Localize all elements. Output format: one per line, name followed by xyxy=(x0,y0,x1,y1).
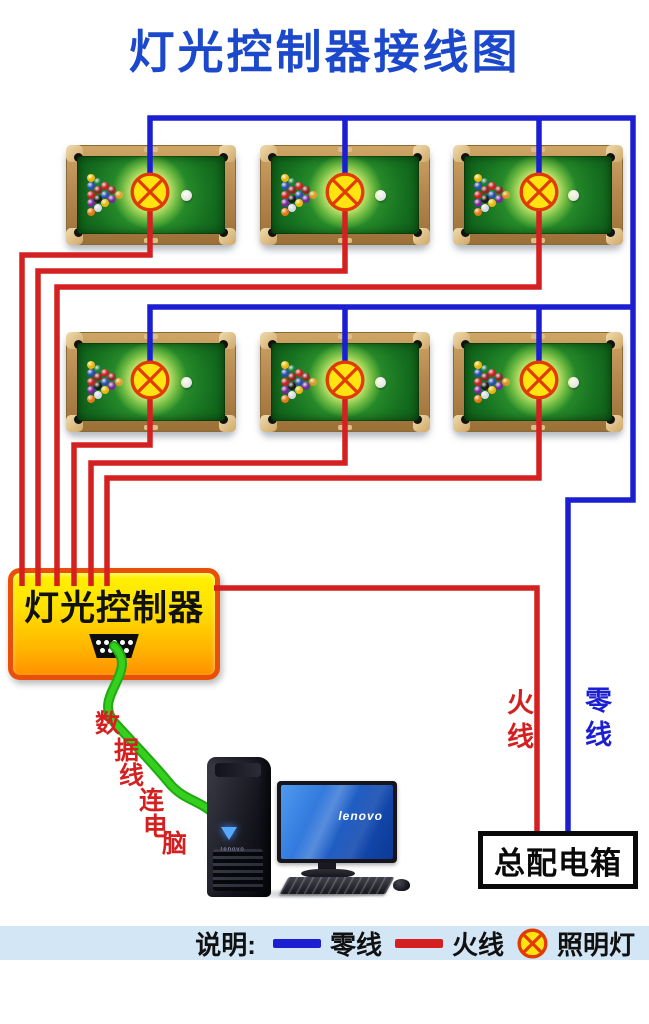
billiard-ball xyxy=(309,190,317,199)
rail-notch xyxy=(531,238,545,243)
legend-lamp-label: 照明灯 xyxy=(556,929,635,960)
keyboard xyxy=(279,877,395,894)
rail-notch xyxy=(531,425,545,430)
pool-table xyxy=(66,332,236,432)
serial-pin xyxy=(99,647,105,653)
rail-notch xyxy=(144,425,158,430)
serial-port-pins-bottom xyxy=(89,647,139,653)
legend-neutral-label: 零线 xyxy=(329,929,382,960)
legend-heading: 说明: xyxy=(195,929,256,960)
serial-pin xyxy=(95,639,101,645)
rail-notch xyxy=(144,238,158,243)
rail-notch xyxy=(338,147,352,152)
tower-logo-icon xyxy=(221,827,237,840)
table-felt xyxy=(77,343,225,421)
ball-rack xyxy=(87,360,124,404)
monitor-stand-neck xyxy=(318,861,336,871)
mouse xyxy=(393,879,410,891)
ball-rack xyxy=(474,173,511,217)
controller-label: 灯光控制器 xyxy=(23,589,204,628)
tower-brand-label: lenovo xyxy=(221,847,245,853)
rail-notch xyxy=(531,334,545,339)
serial-pin xyxy=(127,639,133,645)
legend-item-live: 火线 xyxy=(394,925,504,962)
ball-rack xyxy=(281,173,318,217)
monitor-stand-base xyxy=(301,869,355,878)
table-felt xyxy=(77,156,225,234)
table-felt xyxy=(464,156,612,234)
billiard-ball xyxy=(309,377,317,386)
pool-table xyxy=(66,145,236,245)
pool-table xyxy=(260,332,430,432)
billiard-ball xyxy=(94,186,102,195)
billiard-ball xyxy=(502,377,510,386)
legend-bar: 说明: 零线 火线 照明灯 xyxy=(0,926,649,960)
monitor-brand-label: lenovo xyxy=(338,809,383,823)
legend-item-lamp: 照明灯 xyxy=(517,925,635,962)
rail-notch xyxy=(144,147,158,152)
cue-ball xyxy=(180,377,192,388)
monitor-screen: lenovo xyxy=(281,785,393,859)
pool-table xyxy=(453,145,623,245)
serial-pin xyxy=(115,647,121,653)
page-title: 灯光控制器接线图 xyxy=(128,26,521,78)
serial-port-pins-top xyxy=(89,639,139,645)
legend-lamp-icon xyxy=(517,927,548,959)
cue-ball xyxy=(374,190,386,201)
pool-table xyxy=(260,145,430,245)
ball-rack xyxy=(87,173,124,217)
rail-notch xyxy=(338,334,352,339)
rail-notch xyxy=(338,238,352,243)
legend-live-label: 火线 xyxy=(451,929,504,960)
distribution-box-label: 总配电箱 xyxy=(494,845,622,881)
legend-item-neutral: 零线 xyxy=(272,925,382,962)
cue-ball xyxy=(374,377,386,388)
legend-live-swatch xyxy=(394,938,443,948)
table-felt xyxy=(271,343,419,421)
cue-ball xyxy=(567,190,579,201)
billiard-ball xyxy=(87,182,95,191)
computer-monitor: lenovo xyxy=(277,781,397,863)
main-distribution-box: 总配电箱 xyxy=(478,831,638,889)
legend-items: 零线 火线 照明灯 xyxy=(272,925,635,962)
billiard-ball xyxy=(502,190,510,199)
neutral-wire-label: 零线 xyxy=(581,686,611,754)
light-controller-box: 灯光控制器 xyxy=(8,568,220,680)
cue-ball xyxy=(567,377,579,388)
billiard-ball xyxy=(94,177,102,186)
serial-pin xyxy=(107,647,113,653)
billiard-ball xyxy=(115,377,123,386)
serial-pin xyxy=(103,639,109,645)
rail-notch xyxy=(338,425,352,430)
billiard-ball xyxy=(87,173,95,182)
pool-table xyxy=(453,332,623,432)
billiard-ball xyxy=(115,190,123,199)
serial-pin xyxy=(111,639,117,645)
ball-rack xyxy=(281,360,318,404)
serial-pin xyxy=(119,639,125,645)
table-felt xyxy=(464,343,612,421)
rail-notch xyxy=(144,334,158,339)
rail-notch xyxy=(531,147,545,152)
legend-neutral-swatch xyxy=(272,938,321,948)
cue-ball xyxy=(180,190,192,201)
serial-pin xyxy=(123,647,129,653)
ball-rack xyxy=(474,360,511,404)
table-felt xyxy=(271,156,419,234)
live-wire-label: 火线 xyxy=(503,688,533,756)
serial-port-icon xyxy=(89,634,139,658)
computer-tower: lenovo xyxy=(207,757,271,897)
